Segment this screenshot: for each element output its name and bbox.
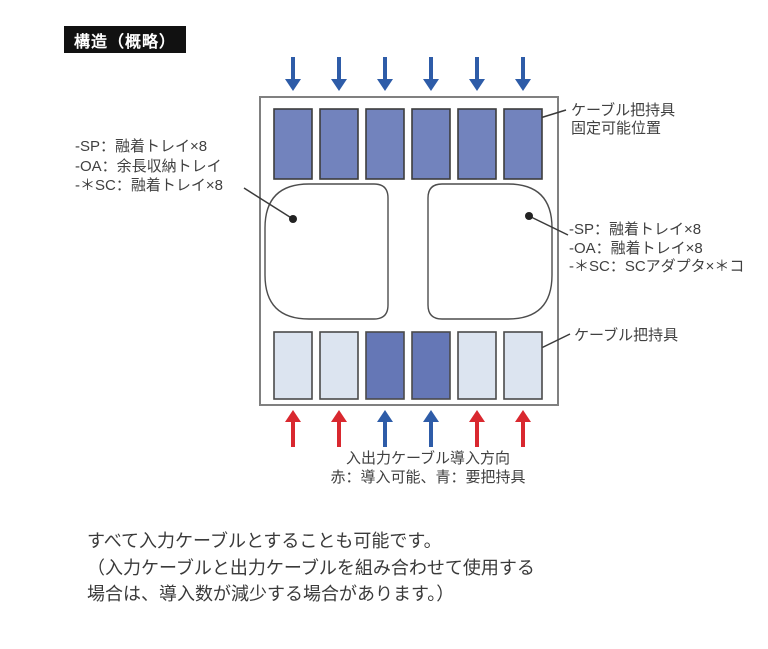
note-line: ケーブル把持具 — [571, 102, 676, 119]
cable-input-arrow-top — [423, 57, 439, 91]
cable-direction-note: 入出力ケーブル導入方向 赤：導入可能、青：要把持具 — [300, 450, 556, 487]
note-line: -SP：融着トレイ×8 — [569, 221, 702, 238]
footer-line: すべて入力ケーブルとすることも可能です。 — [87, 531, 442, 551]
cable-input-arrow-bottom — [515, 410, 531, 447]
leader-dot-right-tray — [525, 212, 533, 220]
cable-input-arrow-top — [469, 57, 485, 91]
leader-line-left-tray — [243, 187, 294, 220]
leader-dot-left-tray — [289, 215, 297, 223]
bottom-cell — [411, 331, 451, 400]
top-cell — [503, 108, 543, 180]
note-line: 固定可能位置 — [571, 119, 662, 137]
bottom-cell — [457, 331, 497, 400]
top-cell — [411, 108, 451, 180]
cable-input-arrow-top — [515, 57, 531, 91]
bottom-cell — [319, 331, 359, 400]
right-tray-note: -SP：融着トレイ×8 -OA：融着トレイ×8 -＊SC：SCアダプタ×＊コ — [569, 221, 744, 277]
note-line: -＊SC：融着トレイ×8 — [75, 177, 223, 194]
section-title: 構造（概略） — [64, 26, 187, 53]
cable-grip-fixable-note: ケーブル把持具 固定可能位置 — [571, 102, 675, 137]
cable-grip-note: ケーブル把持具 — [574, 326, 678, 346]
note-line: -OA：余長収納トレイ — [75, 157, 222, 175]
left-tray-note: -SP：融着トレイ×8 -OA：余長収納トレイ -＊SC：融着トレイ×8 — [75, 137, 223, 196]
note-line: -＊SC：SCアダプタ×＊コ — [569, 258, 745, 275]
note-line: -SP：融着トレイ×8 — [75, 138, 208, 155]
top-cell — [365, 108, 405, 180]
left-tray-outline — [264, 183, 389, 320]
cable-input-arrow-bottom — [285, 410, 301, 447]
cable-input-arrow-top — [377, 57, 393, 91]
right-tray-outline — [427, 183, 553, 320]
note-line: -OA：融着トレイ×8 — [569, 239, 703, 257]
footer-line: （入力ケーブルと出力ケーブルを組み合わせて使用する — [87, 557, 535, 578]
bottom-cell — [503, 331, 543, 400]
cable-input-arrow-bottom — [331, 410, 347, 447]
top-cell — [273, 108, 313, 180]
note-line: ケーブル把持具 — [574, 327, 679, 344]
footer-line: 場合は、導入数が減少する場合があります。） — [87, 584, 455, 604]
top-cell — [319, 108, 359, 180]
bottom-cell — [365, 331, 405, 400]
cable-input-arrow-bottom — [469, 410, 485, 447]
footer-remark: すべて入力ケーブルとすることも可能です。 （入力ケーブルと出力ケーブルを組み合わ… — [87, 528, 535, 608]
cable-input-arrow-top — [331, 57, 347, 91]
note-line: 赤：導入可能、青：要把持具 — [330, 468, 526, 486]
cable-input-arrow-bottom — [423, 410, 439, 447]
bottom-cell — [273, 331, 313, 400]
top-cell — [457, 108, 497, 180]
cable-input-arrow-top — [285, 57, 301, 91]
leader-line-right-tray — [528, 215, 569, 236]
note-line: 入出力ケーブル導入方向 — [345, 450, 511, 467]
cable-input-arrow-bottom — [377, 410, 393, 447]
